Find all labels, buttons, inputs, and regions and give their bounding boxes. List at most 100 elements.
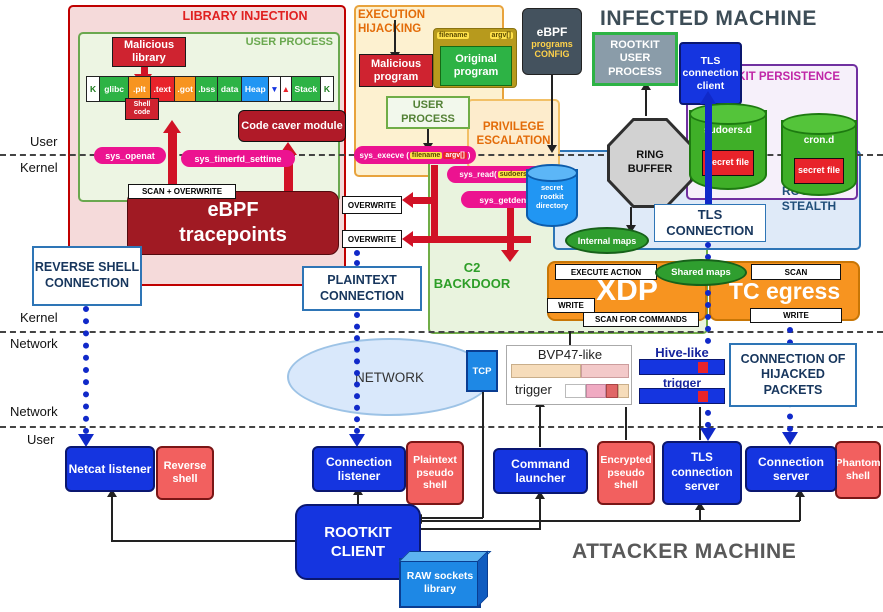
client-to-netcat-arrowhead: [107, 489, 117, 497]
bvp47-title: BVP47-like: [537, 347, 603, 362]
write-left-tag: WRITE: [547, 298, 595, 313]
tls-server-arrowhead: [700, 428, 716, 441]
phantom-shell-box: Phantom shell: [835, 441, 881, 499]
layer-label-kernel-mid: Kernel: [20, 310, 58, 325]
execution-hijacking-title: EXECUTION HIJACKING: [358, 9, 426, 35]
ebpf-config-line3: CONFIG: [534, 48, 570, 59]
code-caver-module-box: Code caver module: [238, 110, 346, 142]
attacker-machine-title: ATTACKER MACHINE: [572, 540, 797, 563]
user-process-region-title: USER PROCESS: [245, 36, 333, 48]
write-right-tag: WRITE: [750, 308, 842, 323]
scan-overwrite-tag: SCAN + OVERWRITE: [128, 184, 236, 199]
original-program-box: Original program: [440, 46, 512, 86]
client-to-connserver-arrowhead: [795, 489, 805, 497]
memory-segment: ▲: [280, 77, 292, 101]
bvp47-chip: [586, 384, 606, 398]
memory-segment: data: [217, 77, 243, 101]
overwrite-top-arrowhead: [402, 192, 413, 208]
bvp47-chip: [565, 384, 587, 398]
hijacked-packets-connection-box: CONNECTION OF HIJACKED PACKETS: [729, 343, 857, 407]
memory-segment: .plt: [129, 77, 151, 101]
overwrite-bottom-arrowhead: [402, 231, 413, 247]
tcp-box: TCP: [466, 350, 498, 392]
ebpf-tracepoints-box: eBPF tracepoints: [127, 191, 339, 255]
shell-code-box: Shell code: [125, 98, 159, 120]
memory-segment: .text: [150, 77, 175, 101]
network-label: NETWORK: [355, 369, 424, 385]
c2-backdoor-title: C2 BACKDOOR: [433, 260, 511, 291]
tls-client-line: [705, 104, 712, 204]
sys-execve-pill: sys_execve ( filename argv[] ): [354, 146, 476, 164]
cron-cylinder: cron.d secret file: [781, 113, 857, 196]
bvp47-chip: [618, 384, 629, 398]
connection-server-box: Connection server: [745, 446, 837, 492]
memory-segment: Stack: [291, 77, 321, 101]
client-to-launcher-arrowhead: [535, 491, 545, 499]
sys-timerfd-settime-pill: sys_timerfd_settime: [181, 150, 295, 167]
malicious-program-box: Malicious program: [359, 54, 433, 87]
secret-file-cron: secret file: [794, 158, 844, 184]
reverse-shell-box: Reverse shell: [156, 446, 214, 500]
ebpf-config-line1: eBPF: [536, 24, 568, 39]
infected-machine-title: INFECTED MACHINE: [600, 7, 817, 30]
bvp47-chip: [605, 384, 619, 398]
bvp47-chip: [511, 364, 581, 378]
argv-chip: argv[]: [489, 32, 513, 39]
reverse-shell-dotted-line: [83, 306, 89, 434]
tcp-down-line: [482, 392, 484, 518]
tls-connection-server-box: TLS connection server: [662, 441, 742, 505]
tcp-to-client-line: [421, 517, 483, 519]
connection-listener-box: Connection listener: [312, 446, 406, 492]
tls-connection-box: TLS CONNECTION: [654, 204, 766, 242]
netcat-listener-box: Netcat listener: [65, 446, 155, 492]
ring-buffer-inner: RING BUFFER: [610, 121, 690, 205]
code-caver-arrow-body: [284, 154, 293, 191]
client-to-tlsserver-vline: [699, 508, 701, 521]
hive-bar: [639, 359, 725, 375]
sys-execve-label: sys_execve (: [359, 150, 409, 160]
layer-label-network-low: Network: [10, 404, 58, 419]
memory-segment: ▼: [269, 77, 281, 101]
memory-segment: .bss: [196, 77, 218, 101]
privilege-escalation-box: PRIVILEGE ESCALATION: [467, 99, 560, 169]
execve-filename-chip: filename: [409, 151, 443, 159]
tls-dotted-line: [705, 242, 711, 428]
kernel-network-divider: [0, 331, 883, 333]
client-to-tlsserver-arrowhead: [695, 502, 705, 510]
config-down-arrowhead: [547, 145, 557, 153]
privilege-escalation-label: PRIVILEGE ESCALATION: [476, 120, 551, 147]
sudoers-chip: sudoers: [497, 171, 529, 178]
client-to-netcat-hline: [111, 540, 296, 542]
bvp47-trigger-box: BVP47-like trigger: [506, 345, 632, 405]
hive-to-tlsserver-line: [699, 407, 701, 440]
hive-red-chip: [698, 391, 708, 402]
memory-segment: Heap: [242, 77, 270, 101]
hive-trigger-box: Hive-like trigger: [637, 345, 727, 405]
sudoers-label: sudoers.d: [704, 125, 752, 136]
command-launcher-box: Command launcher: [493, 448, 588, 494]
hive-trigger-label: trigger: [662, 376, 701, 390]
shellcode-arrowhead: [163, 120, 181, 133]
plaintext-dotted-line-upper: [354, 250, 360, 266]
sudoers-cylinder: sudoers.d secret file: [689, 103, 767, 190]
network-user-divider: [0, 426, 883, 428]
overwrite-bottom-tag: OVERWRITE: [342, 230, 402, 248]
plaintext-dotted-line: [354, 312, 360, 434]
ringbuffer-to-process-line: [645, 88, 647, 116]
reverse-shell-connection-box: REVERSE SHELL CONNECTION: [32, 246, 142, 306]
layer-label-user-top: User: [30, 134, 58, 149]
ebpf-programs-config-box: eBPF programs CONFIG: [522, 8, 582, 75]
network-cloud: NETWORK: [287, 338, 492, 416]
cron-label: cron.d: [803, 135, 835, 146]
user-process-exec-box: USER PROCESS: [386, 96, 470, 129]
client-to-launcher-hline: [421, 528, 541, 530]
plaintext-pseudo-shell-box: Plaintext pseudo shell: [406, 441, 464, 505]
overwrite-top-tag: OVERWRITE: [342, 196, 402, 214]
client-to-connserver-vline: [799, 495, 801, 521]
ebpf-config-line2: programs: [531, 38, 573, 49]
layer-label-network-mid: Network: [10, 336, 58, 351]
malicious-library-arrow-body: [141, 66, 148, 76]
memory-segment: .got: [174, 77, 197, 101]
ebpf-tracepoints-label: eBPF tracepoints: [179, 199, 287, 246]
